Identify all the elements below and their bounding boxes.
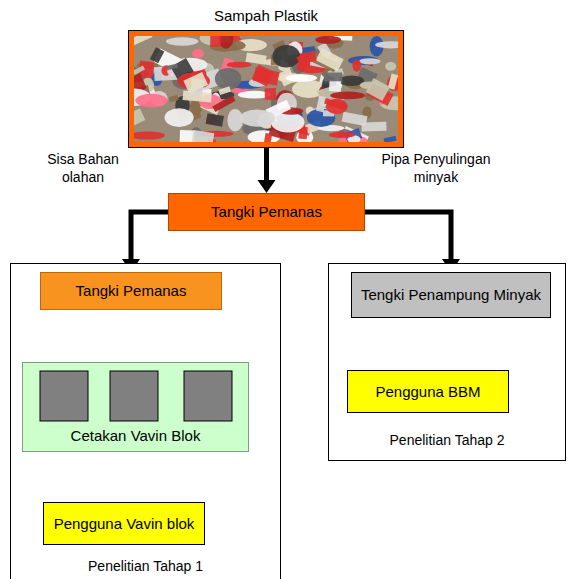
arrow-head xyxy=(258,180,276,193)
garbage-piece xyxy=(264,133,272,142)
photo-heading: Sampah Plastik xyxy=(129,7,403,25)
stage-panel: Penelitian Tahap 2 Tengki Penampung Minya… xyxy=(328,263,566,461)
garbage-piece xyxy=(384,136,397,142)
tank-box: Tengki Penampung Minyak xyxy=(351,272,551,318)
box-label: Pengguna BBM xyxy=(375,383,480,401)
user-box: Pengguna Vavin blok xyxy=(43,502,205,545)
mold-box: Cetakan Vavin Blok xyxy=(22,362,249,452)
garbage-piece xyxy=(218,86,231,95)
garbage-piece xyxy=(183,72,208,93)
box-label: Tengki Penampung Minyak xyxy=(361,286,541,304)
photo-ground xyxy=(134,36,398,142)
box-label: Pengguna Vavin blok xyxy=(54,515,195,533)
garbage-piece xyxy=(210,36,221,47)
garbage-piece xyxy=(134,131,165,139)
garbage-piece xyxy=(134,66,145,80)
garbage-piece xyxy=(286,74,318,82)
user-box: Pengguna BBM xyxy=(347,370,509,413)
garbage-piece xyxy=(166,63,178,70)
stage-label: Penelitian Tahap 2 xyxy=(329,432,565,449)
flow-line xyxy=(131,212,168,260)
edge-label: Sisa Bahan olahan xyxy=(33,150,133,186)
edge-label: Pipa Penyulingan minyak xyxy=(370,150,502,186)
garbage-piece xyxy=(227,62,252,68)
garbage-piece xyxy=(212,95,235,112)
flow-arrow xyxy=(258,148,276,193)
garbage-piece xyxy=(385,62,396,71)
garbage-piece xyxy=(215,68,241,90)
box-label: Tangki Pemanas xyxy=(211,203,322,221)
mold-label: Cetakan Vavin Blok xyxy=(71,427,201,445)
garbage-piece xyxy=(192,49,204,58)
flow-line xyxy=(264,148,269,181)
garbage-piece xyxy=(324,73,342,82)
garbage-piece xyxy=(192,130,215,142)
garbage-piece xyxy=(329,80,341,92)
garbage-piece xyxy=(265,88,276,100)
garbage-piece xyxy=(353,60,362,72)
mold-cavities xyxy=(23,369,248,425)
garbage-piece xyxy=(297,54,310,69)
process-box: Tangki Pemanas xyxy=(40,272,222,310)
garbage-piece xyxy=(316,48,344,71)
garbage-piece xyxy=(315,36,341,44)
garbage-piece xyxy=(166,37,199,45)
garbage-piece xyxy=(326,99,348,114)
garbage-piece xyxy=(366,78,390,101)
flow-line xyxy=(365,212,451,260)
garbage-piece xyxy=(329,132,356,138)
garbage-piece xyxy=(169,95,179,102)
mold-cavity xyxy=(40,371,88,421)
process-box: Tangki Pemanas xyxy=(168,193,365,231)
garbage-piece xyxy=(361,122,386,132)
mold-cavity xyxy=(110,371,158,421)
mold-cavity xyxy=(184,371,232,421)
garbage-piece xyxy=(272,45,300,68)
garbage-piece xyxy=(135,94,167,108)
garbage-piece xyxy=(240,110,275,127)
garbage-piece xyxy=(316,96,327,113)
garbage-piece xyxy=(206,113,224,126)
garbage-piece xyxy=(150,47,165,63)
photo-box: Sampah Plastik xyxy=(128,30,404,148)
stage-label: Penelitian Tahap 1 xyxy=(11,558,280,575)
garbage-illustration xyxy=(134,36,398,142)
stage-panel: Penelitian Tahap 1 Tangki PemanasCetakan … xyxy=(10,263,281,579)
garbage-piece xyxy=(134,36,152,48)
box-label: Tangki Pemanas xyxy=(76,282,187,300)
garbage-piece xyxy=(252,65,274,87)
garbage-piece xyxy=(375,41,398,48)
garbage-piece xyxy=(165,108,194,127)
garbage-piece xyxy=(134,108,145,127)
garbage-piece xyxy=(330,92,365,100)
garbage-piece xyxy=(359,58,381,64)
